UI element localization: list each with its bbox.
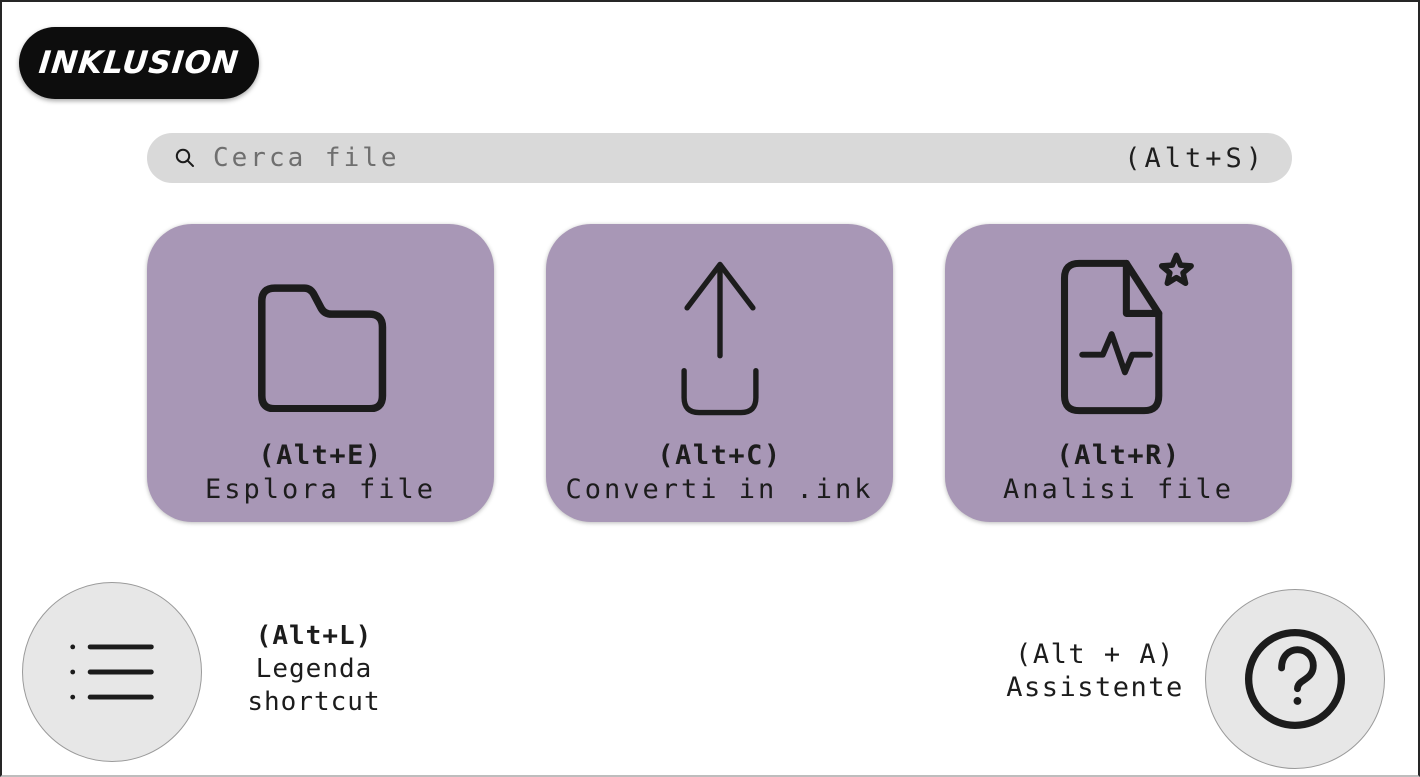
legend-caption: (Alt+L) Legenda shortcut bbox=[240, 620, 388, 719]
assistant-shortcut-hint: (Alt + A) bbox=[1015, 639, 1175, 670]
explore-label: Esplora file bbox=[204, 474, 437, 505]
app-logo-text: INKLUSION bbox=[37, 45, 241, 81]
analyze-shortcut: (Alt+R) bbox=[1056, 440, 1181, 471]
help-icon bbox=[1234, 618, 1356, 740]
convert-ink-card[interactable]: (Alt+C) Converti in .ink bbox=[546, 224, 893, 522]
assistant-caption: (Alt + A) Assistente bbox=[1000, 638, 1190, 704]
search-bar[interactable]: (Alt+S) bbox=[147, 133, 1292, 183]
assistant-button[interactable] bbox=[1205, 589, 1385, 769]
search-icon bbox=[173, 146, 197, 170]
search-shortcut-hint: (Alt+S) bbox=[1124, 142, 1266, 174]
folder-icon bbox=[238, 224, 403, 440]
convert-shortcut: (Alt+C) bbox=[657, 440, 782, 471]
assistant-label: Assistente bbox=[1006, 672, 1184, 703]
convert-label: Converti in .ink bbox=[565, 474, 874, 505]
list-icon bbox=[57, 636, 167, 708]
legend-label-line1: Legenda bbox=[255, 654, 373, 684]
app-logo: INKLUSION bbox=[19, 27, 259, 99]
explore-shortcut: (Alt+E) bbox=[258, 440, 383, 471]
explore-files-card[interactable]: (Alt+E) Esplora file bbox=[147, 224, 494, 522]
upload-icon bbox=[645, 224, 795, 440]
legend-shortcut-hint: (Alt+L) bbox=[255, 621, 373, 651]
analyze-file-card[interactable]: (Alt+R) Analisi file bbox=[945, 224, 1292, 522]
analyze-label: Analisi file bbox=[1002, 474, 1235, 505]
legend-shortcut-button[interactable] bbox=[22, 582, 202, 762]
legend-label-line2: shortcut bbox=[247, 687, 381, 717]
search-input[interactable] bbox=[213, 143, 1109, 173]
file-analysis-icon bbox=[1038, 224, 1200, 440]
action-cards-row: (Alt+E) Esplora file (Alt+C) Converti in… bbox=[147, 224, 1292, 522]
